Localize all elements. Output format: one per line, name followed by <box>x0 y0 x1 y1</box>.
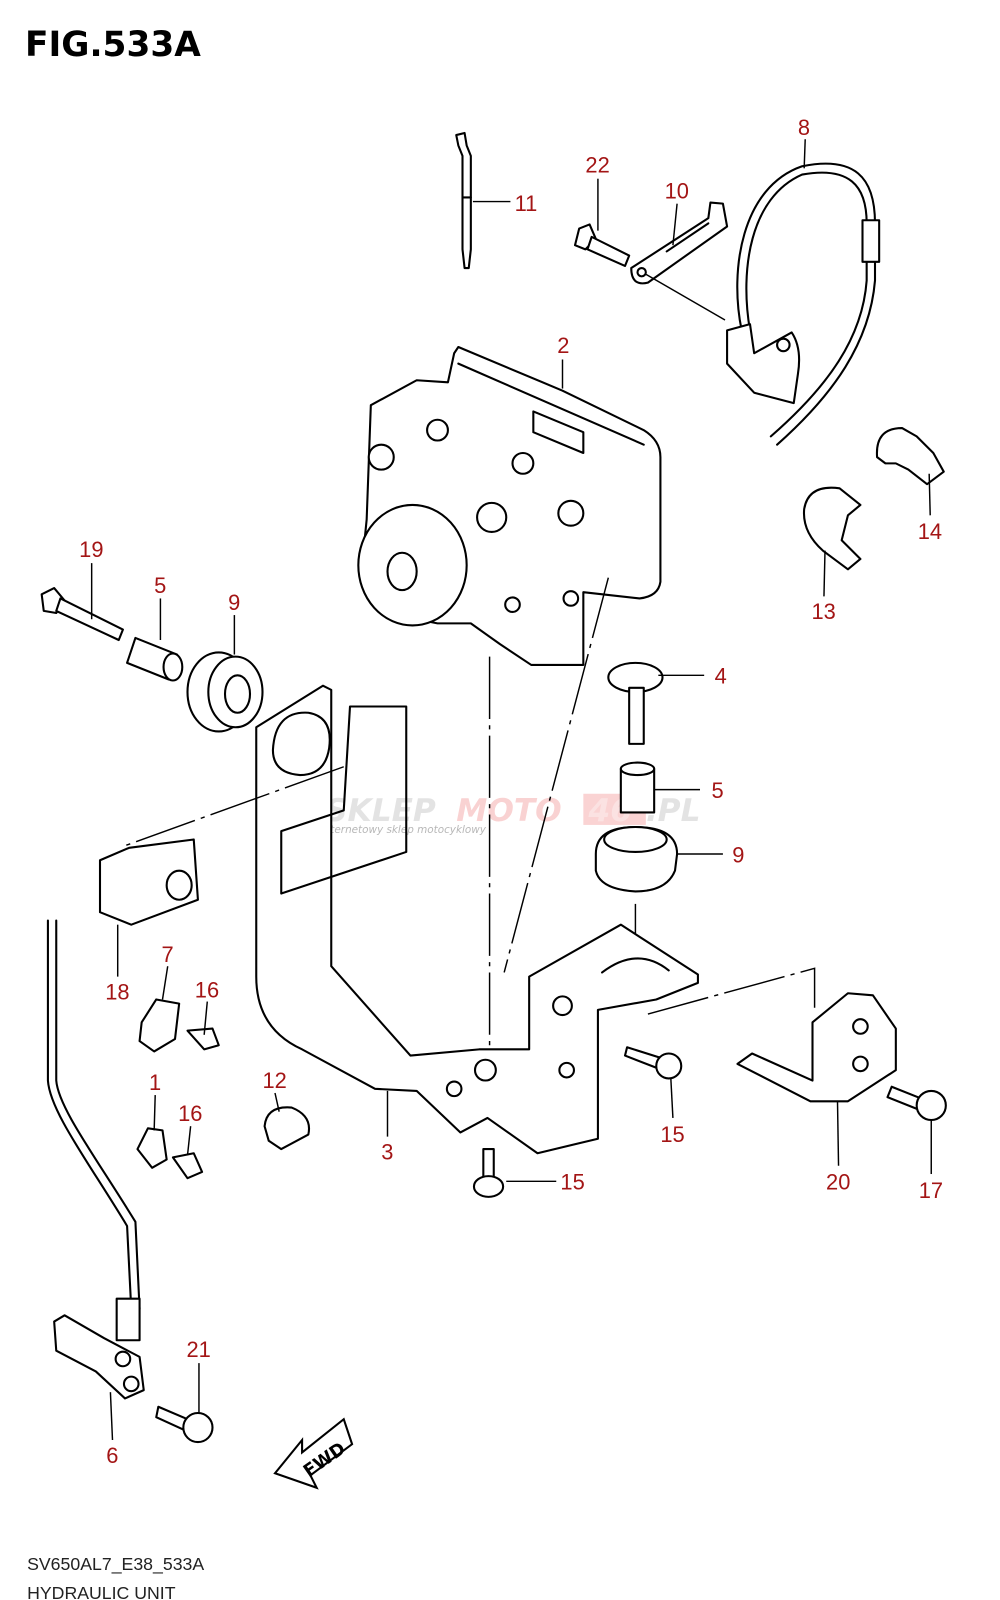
part-12-clamp[interactable] <box>263 1106 311 1151</box>
part-17-bolt[interactable] <box>886 1085 947 1122</box>
part-22-bolt[interactable] <box>573 223 631 268</box>
callout-17: 17 <box>919 1178 943 1203</box>
callout-12: 12 <box>263 1068 287 1093</box>
part-15-bolt[interactable] <box>623 1046 683 1080</box>
part-21-bolt[interactable] <box>155 1405 214 1444</box>
part-1-clip[interactable] <box>136 1127 168 1169</box>
part-6-wheel-sensor[interactable] <box>46 919 145 1400</box>
part-7-clip[interactable] <box>138 998 181 1053</box>
fwd-arrow-icon: FWD <box>273 1417 354 1490</box>
callout-19: 19 <box>79 537 103 562</box>
callout-4: 4 <box>715 664 727 689</box>
callout-20: 20 <box>826 1170 850 1195</box>
callout-9-right: 9 <box>732 842 744 867</box>
callout-7: 7 <box>161 942 173 967</box>
leader-lines <box>90 139 932 1441</box>
figure-name: HYDRAULIC UNIT <box>27 1583 176 1600</box>
callout-21: 21 <box>186 1337 210 1362</box>
callout-16: 16 <box>195 977 219 1002</box>
callout-18: 18 <box>105 980 129 1005</box>
callout-11: 11 <box>515 191 538 216</box>
part-18-cover[interactable] <box>98 838 199 926</box>
callout-5-right: 5 <box>711 778 723 803</box>
part-5-collar-right[interactable] <box>619 761 656 814</box>
part-16-screw[interactable] <box>186 1027 220 1051</box>
figure-title: FIG.533A <box>25 25 201 65</box>
part-2-abs-hydraulic-unit[interactable] <box>357 345 662 666</box>
callout-13: 13 <box>811 599 835 624</box>
part-13-clamp[interactable] <box>802 486 862 571</box>
part-11-cable-tie[interactable] <box>455 131 472 270</box>
part-9-grommet[interactable] <box>186 651 264 733</box>
callout-9: 9 <box>228 590 240 615</box>
callout-22: 22 <box>585 152 609 177</box>
part-4-bolt[interactable] <box>607 661 664 745</box>
callout-numbers: 22 10 8 11 2 19 5 9 14 13 4 5 9 18 7 16 … <box>79 115 943 1468</box>
part-3-bracket[interactable] <box>255 684 699 1155</box>
callout-10: 10 <box>665 178 689 203</box>
part-16-screw-2[interactable] <box>171 1152 204 1180</box>
part-5-collar[interactable] <box>126 636 184 682</box>
figure-code: SV650AL7_E38_533A <box>27 1554 204 1575</box>
callout-15: 15 <box>660 1122 684 1147</box>
part-9-grommet-right[interactable] <box>594 825 679 893</box>
callout-3: 3 <box>381 1140 393 1165</box>
part-8-speed-sensor[interactable] <box>726 162 881 446</box>
callout-16-2: 16 <box>178 1101 202 1126</box>
part-19-bolt[interactable] <box>40 587 124 642</box>
callout-5: 5 <box>154 573 166 598</box>
part-14-clamp[interactable] <box>875 427 945 486</box>
callout-1: 1 <box>149 1070 161 1095</box>
callout-2: 2 <box>557 333 569 358</box>
callout-14: 14 <box>918 519 942 544</box>
part-10-bracket[interactable] <box>630 201 729 285</box>
callout-6: 6 <box>106 1443 118 1468</box>
callout-8: 8 <box>798 115 810 140</box>
callout-15-2: 15 <box>560 1170 584 1195</box>
svg-text:internetowy sklep motocyklowy: internetowy sklep motocyklowy <box>321 824 487 836</box>
part-20-bracket[interactable] <box>736 992 897 1103</box>
part-15-bolt-2[interactable] <box>472 1148 505 1198</box>
